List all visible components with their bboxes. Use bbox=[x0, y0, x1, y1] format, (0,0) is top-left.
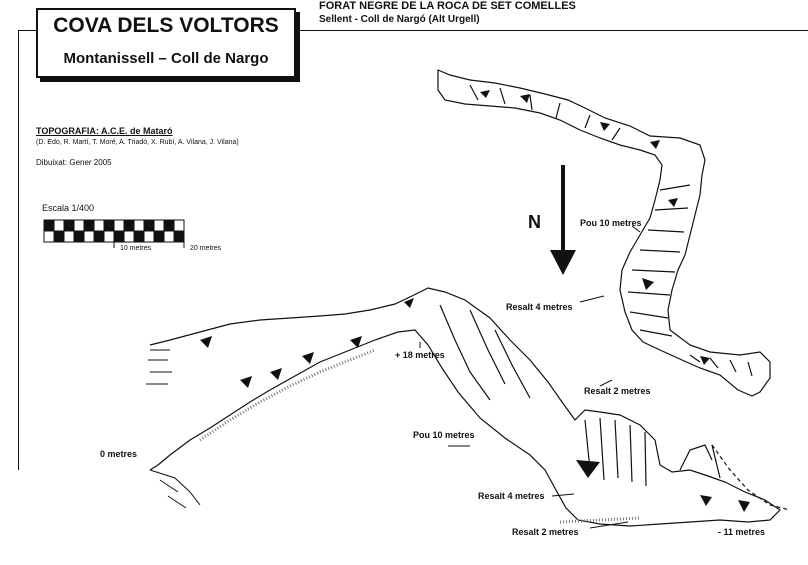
label-minus11: - 11 metres bbox=[718, 527, 766, 537]
label-resalt4-upper: Resalt 4 metres bbox=[506, 302, 573, 312]
scale-tick-10: 10 metres bbox=[120, 245, 152, 252]
scale-cell bbox=[123, 219, 135, 232]
upper-passage bbox=[437, 69, 771, 397]
scale-cell bbox=[73, 230, 85, 243]
label-pou-lower: Pou 10 metres bbox=[413, 430, 475, 440]
title-box: COVA DELS VOLTORS Montanissell – Coll de… bbox=[36, 8, 296, 78]
scale-bar bbox=[43, 219, 185, 248]
scale-cell bbox=[173, 230, 185, 243]
lower-passage bbox=[149, 287, 781, 527]
north-label: N bbox=[528, 212, 541, 232]
scale-cell bbox=[43, 219, 55, 232]
annotation-arrows bbox=[419, 225, 641, 529]
survey-team: (D. Edo, R. Martí, T. Moré, A. Triadó, X… bbox=[36, 139, 239, 146]
map-subtitle: Montanissell – Coll de Nargo bbox=[63, 50, 269, 67]
label-plus18: + 18 metres bbox=[395, 350, 445, 360]
scale-cell bbox=[93, 230, 105, 243]
alt-place-name: Sellent - Coll de Nargó (Alt Urgell) bbox=[319, 14, 480, 25]
scale-tick-20: 20 metres bbox=[190, 245, 222, 252]
label-resalt2-lower: Resalt 2 metres bbox=[512, 527, 579, 537]
scale-cell bbox=[143, 219, 155, 232]
scale-cell bbox=[153, 230, 165, 243]
topography-credit: TOPOGRAFIA: A.C.E. de Mataró bbox=[36, 126, 173, 136]
label-resalt4-lower: Resalt 4 metres bbox=[478, 491, 545, 501]
lower-passage-blocks bbox=[200, 298, 750, 512]
scale-label: Escala 1/400 bbox=[42, 203, 95, 213]
entrance-rock-hatching bbox=[146, 349, 201, 509]
scale-cell bbox=[103, 219, 115, 232]
scale-cell bbox=[113, 230, 125, 243]
lower-passage-dashed bbox=[711, 444, 791, 511]
map-title: COVA DELS VOLTORS bbox=[53, 14, 279, 37]
stipple-floor bbox=[199, 348, 641, 524]
scale-cell bbox=[63, 219, 75, 232]
frame-line-left bbox=[18, 30, 19, 470]
scale-cell bbox=[83, 219, 95, 232]
alt-cave-name: FORAT NEGRE DE LA ROCA DE SET COMELLES bbox=[319, 0, 576, 12]
scale-cell bbox=[133, 230, 145, 243]
drawn-date: Dibuixat: Gener 2005 bbox=[36, 158, 112, 167]
header-rule bbox=[318, 30, 808, 31]
scale-cell bbox=[163, 219, 175, 232]
label-zero-metres: 0 metres bbox=[100, 449, 138, 459]
upper-passage-blocks bbox=[480, 90, 710, 365]
label-pou-upper: Pou 10 metres bbox=[580, 218, 642, 228]
scale-cell bbox=[53, 230, 65, 243]
north-arrow bbox=[550, 165, 576, 275]
label-resalt2-upper: Resalt 2 metres bbox=[584, 386, 651, 396]
